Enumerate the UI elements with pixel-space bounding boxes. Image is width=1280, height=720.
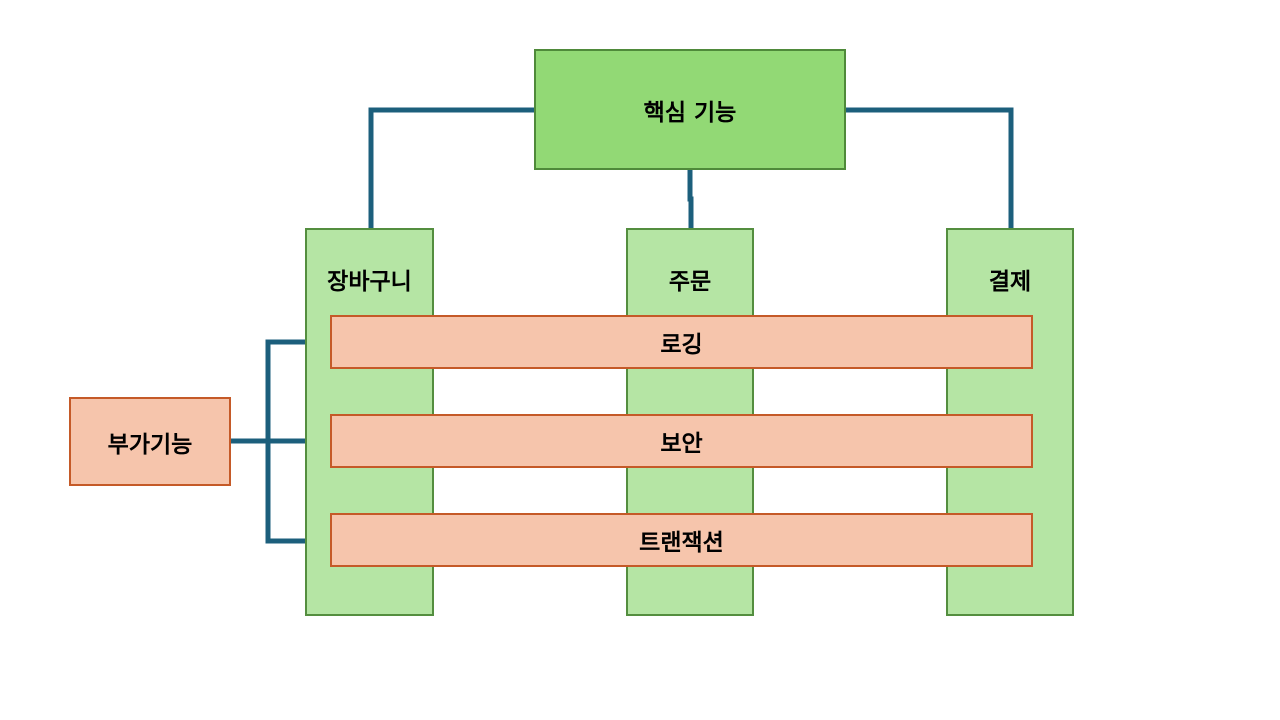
bar-transaction: 트랜잭션 — [330, 513, 1033, 567]
bar-transaction-label: 트랜잭션 — [639, 530, 724, 556]
connector-core-to-payment — [846, 107, 1014, 229]
bar-security-label: 보안 — [660, 431, 703, 457]
bar-logging-label: 로깅 — [660, 332, 703, 358]
connector-core-to-cart — [368, 107, 534, 229]
addon-function-box: 부가기능 — [69, 397, 231, 486]
column-cart-label: 장바구니 — [327, 269, 412, 295]
column-order-label: 주문 — [668, 269, 712, 295]
column-payment-label: 결제 — [988, 269, 1032, 295]
core-function-label: 핵심 기능 — [643, 99, 737, 126]
connector-core-to-order — [687, 170, 694, 229]
core-function-box: 핵심 기능 — [534, 49, 846, 170]
bar-logging: 로깅 — [330, 315, 1033, 369]
addon-function-label: 부가기능 — [107, 431, 193, 458]
bar-security: 보안 — [330, 414, 1033, 468]
